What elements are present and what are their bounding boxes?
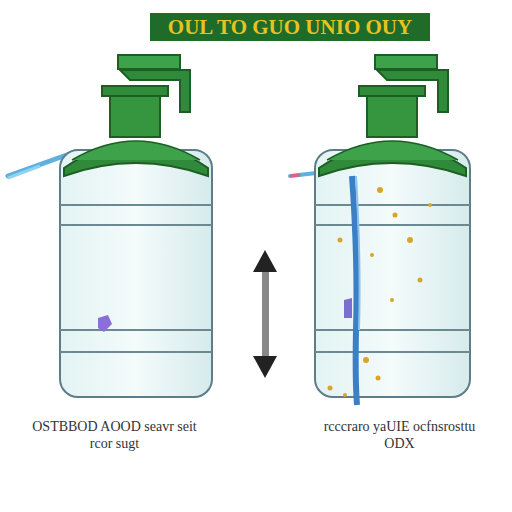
caption-text: rcccraro yaUIE ocfnsrosttu ODX: [312, 418, 487, 452]
title-banner: OUL TO GUO UNIO OUY: [150, 13, 430, 41]
right-tank: [290, 55, 470, 405]
double-arrow: [253, 250, 277, 378]
left-tank: [8, 55, 212, 397]
caption-text: OSTBBOD AOOD seavr seit rcor sugt: [22, 418, 207, 452]
